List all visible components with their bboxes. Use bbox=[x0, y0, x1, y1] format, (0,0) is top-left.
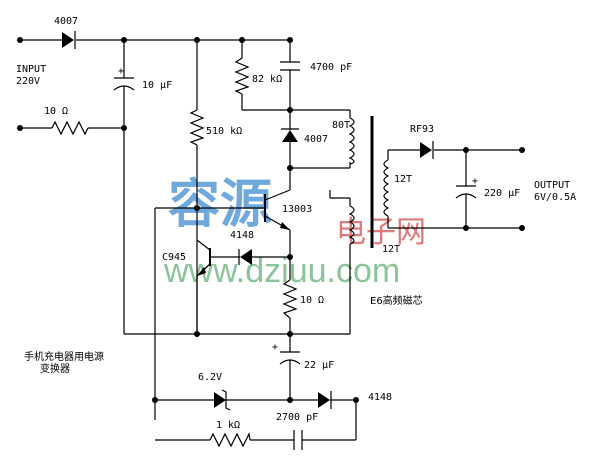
junction-dots bbox=[17, 37, 525, 403]
label-diode-4148-b: 4148 bbox=[368, 392, 392, 403]
capacitor-4700pf bbox=[280, 61, 300, 71]
svg-text:+: + bbox=[118, 66, 124, 77]
label-output-rating: 6V/0.5A bbox=[534, 192, 576, 203]
winding-12t-secondary bbox=[383, 159, 390, 217]
transistor-13003 bbox=[264, 189, 291, 231]
label-cap-220uf: 220 μF bbox=[484, 188, 520, 199]
label-diode-4148-a: 4148 bbox=[230, 230, 254, 241]
label-diode-4007: 4007 bbox=[304, 134, 328, 145]
label-diode-input: 4007 bbox=[54, 16, 78, 27]
label-input-voltage: 220V bbox=[16, 76, 40, 87]
label-res-10-emitter: 10 Ω bbox=[300, 295, 324, 306]
title-line-1: 手机充电器用电源 bbox=[24, 350, 104, 363]
label-input: INPUT bbox=[16, 64, 46, 75]
diode-4148-feedback bbox=[238, 249, 252, 265]
winding-feedback bbox=[348, 205, 355, 245]
winding-80t bbox=[348, 117, 355, 165]
label-cap-4700pf: 4700 pF bbox=[310, 62, 352, 73]
resistor-10-ohm-input bbox=[51, 120, 89, 136]
wires bbox=[20, 39, 522, 441]
watermark-url: www.dziuu.com bbox=[163, 252, 400, 290]
label-zener: 6.2V bbox=[198, 372, 222, 383]
label-res-510k: 510 kΩ bbox=[206, 126, 242, 137]
label-res-82k: 82 kΩ bbox=[252, 74, 282, 85]
zener-diode-6v2 bbox=[214, 389, 231, 411]
capacitor-22uf: + bbox=[272, 342, 301, 365]
svg-text:+: + bbox=[272, 342, 278, 353]
capacitor-220uf: + bbox=[455, 176, 478, 199]
resistor-82k bbox=[234, 57, 250, 95]
label-cap-22uf: 22 μF bbox=[304, 360, 334, 371]
label-cap-2700pf: 2700 pF bbox=[276, 412, 318, 423]
label-winding-80t: 80T bbox=[332, 120, 350, 131]
watermark-brand: 容源 bbox=[168, 175, 272, 235]
resistor-1k bbox=[209, 432, 251, 448]
label-winding-12t-a: 12T bbox=[394, 174, 412, 185]
diode-4148-bottom bbox=[318, 391, 332, 409]
label-cap-10uf: 10 μF bbox=[142, 80, 172, 91]
label-diode-rf93: RF93 bbox=[410, 124, 434, 135]
transistor-c945 bbox=[197, 248, 211, 276]
resistor-10-ohm-emitter bbox=[282, 279, 298, 319]
label-q-13003: 13003 bbox=[282, 204, 312, 215]
resistor-510k bbox=[189, 109, 205, 146]
label-core: E6高频磁芯 bbox=[370, 294, 423, 307]
diode-4007 bbox=[281, 128, 299, 142]
label-q-c945: C945 bbox=[162, 252, 186, 263]
title-line-2: 变换器 bbox=[40, 362, 70, 375]
label-res-10-input: 10 Ω bbox=[44, 106, 68, 117]
capacitor-2700pf bbox=[293, 430, 303, 450]
diode-4007-input bbox=[62, 31, 76, 49]
label-winding-12t-b: 12T bbox=[382, 244, 400, 255]
label-res-1k: 1 kΩ bbox=[216, 420, 240, 431]
capacitor-10uf: + bbox=[113, 66, 135, 91]
label-output: OUTPUT bbox=[534, 180, 570, 191]
svg-text:+: + bbox=[472, 176, 478, 187]
diode-rf93 bbox=[420, 141, 434, 159]
